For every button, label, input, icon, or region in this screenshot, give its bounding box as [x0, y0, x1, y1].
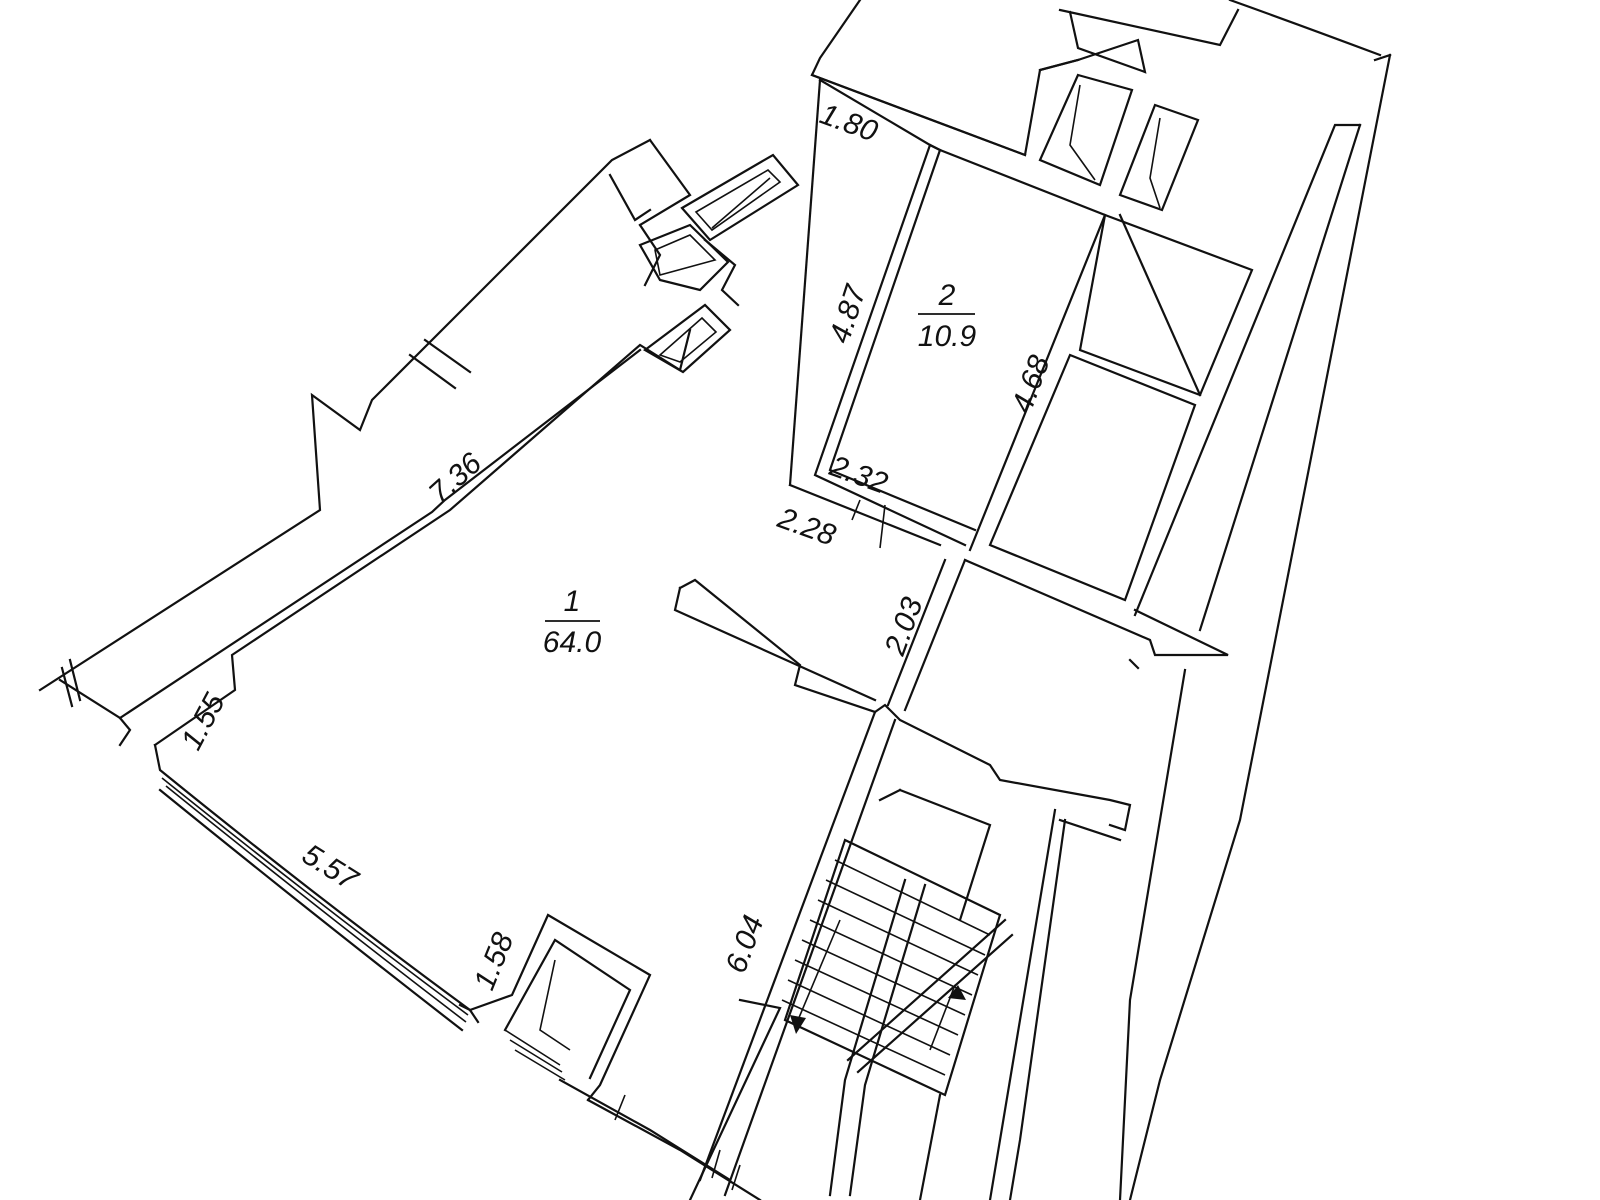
room-2-label: 2 10.9	[918, 279, 977, 353]
dimension-labels: 1.80 4.87 4.68 2.32 2.28 2.03 7.36 1.55 …	[175, 98, 1057, 995]
upper-shafts	[608, 0, 1392, 374]
dim-1-80: 1.80	[816, 98, 882, 149]
dim-4-87: 4.87	[823, 280, 873, 347]
dim-2-03: 2.03	[878, 593, 929, 660]
dim-5-57: 5.57	[296, 838, 364, 898]
room-2-number: 2	[938, 279, 956, 312]
room-2-area: 10.9	[918, 320, 977, 353]
room-1-number: 1	[564, 585, 581, 618]
room-1-label: 1 64.0	[543, 585, 602, 659]
dim-2-28: 2.28	[773, 501, 840, 552]
room-1-area: 64.0	[543, 626, 602, 659]
dim-1-58: 1.58	[468, 928, 521, 995]
right-rooms	[886, 53, 1392, 1200]
dim-6-04: 6.04	[720, 911, 771, 977]
dim-7-36: 7.36	[423, 446, 489, 510]
room-1-walls	[38, 138, 1132, 1200]
staircase	[688, 788, 1014, 1200]
dim-2-32: 2.32	[825, 449, 892, 500]
